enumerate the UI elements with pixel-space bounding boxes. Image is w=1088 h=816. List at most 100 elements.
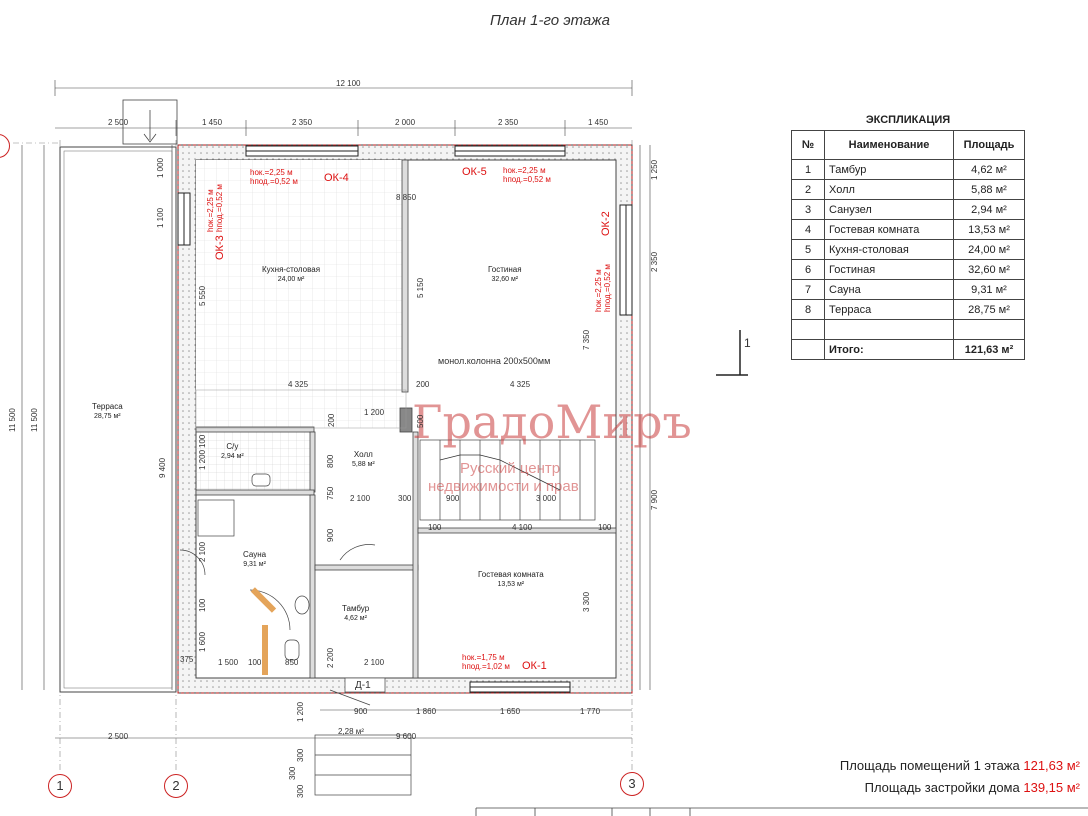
axis-marker-1: 1 [48, 774, 72, 798]
dim-in-4325b: 4 325 [510, 380, 531, 389]
dim-in-1600: 1 600 [198, 631, 207, 652]
dim-in-3000: 3 000 [536, 494, 557, 503]
dim-in-1200: 1 200 [364, 408, 385, 417]
window-h-ok3: hок.=2,25 м hпод.=0,52 м [206, 184, 224, 232]
dim-right-3300: 3 300 [582, 591, 591, 612]
staircase [419, 439, 596, 521]
dim-in-100e: 100 [198, 434, 207, 448]
room-label-living: Гостиная 32,60 м² [488, 265, 522, 283]
dim-bot-1200: 1 200 [296, 701, 305, 722]
dim-bot-300b: 300 [288, 766, 297, 780]
summary-rooms-area: Площадь помещений 1 этажа 121,63 м² [839, 758, 1080, 773]
header-name: Наименование [824, 130, 954, 160]
room-label-wc: С/у 2,94 м² [221, 442, 244, 460]
axis-marker-2: 2 [164, 774, 188, 798]
dim-in-2100c: 2 100 [364, 658, 385, 667]
table-row: 3 Санузел 2,94 м² [791, 199, 1025, 220]
dim-in-2100a: 2 100 [350, 494, 371, 503]
window-tag-ok2: ОК-2 [600, 211, 612, 236]
room-label-guest: Гостевая комната 13,53 м² [478, 570, 544, 588]
room-label-sauna: Сауна 9,31 м² [243, 550, 267, 568]
total-value: 121,63 м² [953, 339, 1025, 360]
dim-in-750: 750 [326, 486, 335, 500]
column-note: монол.колонна 200х500мм [438, 356, 551, 366]
dim-in-4325a: 4 325 [288, 380, 309, 389]
room-label-kitchen: Кухня-столовая 24,00 м² [262, 265, 321, 283]
dim-left-9400: 9 400 [158, 457, 167, 478]
dim-left-11500b: 11 500 [30, 408, 39, 432]
plan-title: План 1-го этажа [490, 12, 610, 29]
table-row: 5 Кухня-столовая 24,00 м² [791, 239, 1025, 260]
table-row: 2 Холл 5,88 м² [791, 179, 1025, 200]
explication-table: № Наименование Площадь 1 Тамбур 4,62 м² … [791, 130, 1025, 360]
dim-in-5150: 5 150 [416, 277, 425, 298]
dim-in-300: 300 [398, 494, 412, 503]
dim-top-1450b: 1 450 [588, 118, 609, 127]
section-mark [716, 330, 748, 376]
dim-in-375: 375 [180, 655, 194, 664]
dim-bot-1860: 1 860 [416, 707, 437, 716]
dim-in-8850: 8 850 [396, 193, 417, 202]
window-tag-ok4: ОК-4 [324, 172, 349, 184]
dim-left-5550: 5 550 [198, 285, 207, 306]
door-tag: Д-1 [355, 680, 371, 691]
interior-walls [195, 159, 617, 679]
table-row: 4 Гостевая комната 13,53 м² [791, 219, 1025, 240]
dim-in-100b: 100 [598, 523, 612, 532]
summary-build-area: Площадь застройки дома 139,15 м² [864, 780, 1080, 795]
table-total-row: Итого: 121,63 м² [791, 339, 1025, 360]
header-no: № [791, 130, 825, 160]
window-h-ok2: hок.=2,25 м hпод.=0,52 м [594, 264, 612, 312]
dim-in-1500: 1 500 [218, 658, 239, 667]
dim-bot-1770: 1 770 [580, 707, 601, 716]
total-label: Итого: [824, 339, 954, 360]
sanitary-fixtures [197, 473, 310, 661]
dim-right-7900: 7 900 [650, 489, 659, 510]
dim-right-7350: 7 350 [582, 329, 591, 350]
watermark-brand: ГрадоМиръ [412, 395, 692, 449]
dim-in-2200: 2 200 [326, 647, 335, 668]
dim-bot-1650: 1 650 [500, 707, 521, 716]
window-h-ok1: hок.=1,75 м hпод.=1,02 м [462, 653, 510, 671]
window-tag-ok5: ОК-5 [462, 166, 487, 178]
dim-in-800: 800 [326, 454, 335, 468]
dim-top-1450a: 1 450 [202, 118, 223, 127]
header-area: Площадь [953, 130, 1025, 160]
dim-top-2350a: 2 350 [292, 118, 313, 127]
dim-bot-900: 900 [354, 707, 368, 716]
dim-in-900a: 900 [446, 494, 460, 503]
watermark-line2: недвижимости и прав [428, 478, 579, 495]
dim-top-2500: 2 500 [108, 118, 129, 127]
table-row: 1 Тамбур 4,62 м² [791, 159, 1025, 180]
room-label-tambur: Тамбур 4,62 м² [342, 604, 370, 622]
table-row: 8 Терраса 28,75 м² [791, 299, 1025, 320]
porch-steps [314, 734, 412, 796]
dim-in-200a: 200 [416, 380, 430, 389]
dim-left-1100: 1 100 [156, 207, 165, 228]
dim-bot-300a: 300 [296, 748, 305, 762]
dim-in-4100: 4 100 [512, 523, 533, 532]
dim-left-1000: 1 000 [156, 157, 165, 178]
dim-bot-9600: 9 600 [396, 732, 417, 741]
dim-in-500: 500 [416, 414, 425, 428]
window-tag-ok1: ОК-1 [522, 660, 547, 672]
section-mark-label: 1 [744, 336, 751, 350]
axis-marker-3: 3 [620, 772, 644, 796]
dim-in-100a: 100 [428, 523, 442, 532]
table-row: 7 Сауна 9,31 м² [791, 279, 1025, 300]
dim-right-2350: 2 350 [650, 251, 659, 272]
watermark-line1: Русский центр [460, 460, 561, 477]
dim-top-2350b: 2 350 [498, 118, 519, 127]
dim-in-1200b: 1 200 [198, 449, 207, 470]
explication-heading: ЭКСПЛИКАЦИЯ [865, 114, 951, 126]
room-label-hall: Холл 5,88 м² [352, 450, 375, 468]
dim-bot-2500: 2 500 [108, 732, 129, 741]
dim-in-200b: 200 [327, 413, 336, 427]
table-row-empty [791, 319, 1025, 340]
window-tag-ok3: ОК-3 [214, 235, 226, 260]
table-row: 6 Гостиная 32,60 м² [791, 259, 1025, 280]
windows [177, 145, 633, 693]
porch-area: 2,28 м² [338, 727, 364, 736]
dim-bot-300c: 300 [296, 784, 305, 798]
